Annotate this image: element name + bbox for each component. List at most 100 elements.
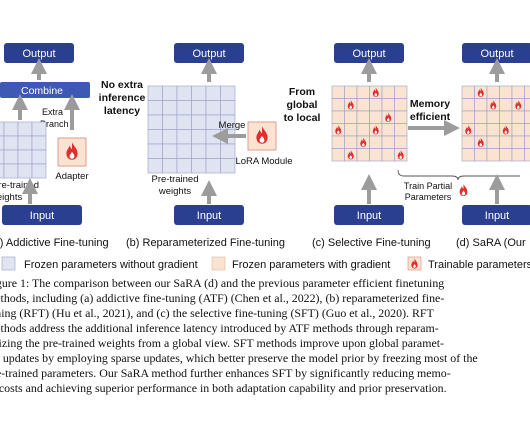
weight-cell [511,85,525,99]
weight-cell [162,85,178,101]
weight-cell [524,98,530,112]
weight-cell [3,135,19,151]
weight-cell [394,85,408,99]
weight-cell [511,110,525,124]
weight-cell [344,85,358,99]
frozen-weight-grid [0,121,47,179]
weight-cell [474,110,488,124]
weight-cell [486,110,500,124]
weight-cell [356,85,370,99]
weight-cell [220,143,236,159]
weight-cell [524,135,530,149]
weight-cell [191,143,207,159]
weight-cell [191,129,207,145]
weight-cell [511,148,525,162]
input-label: Input [30,210,54,222]
weight-cell [31,163,47,179]
output-box [174,43,244,63]
weight-cell [344,135,358,149]
weight-cell [499,148,513,162]
weight-cell [369,98,383,112]
weight-cell [369,110,383,124]
weight-cell [162,100,178,116]
weight-cell [147,100,163,116]
weight-cell [220,100,236,116]
train-partial-bracket [397,169,520,181]
input-box [2,205,82,225]
weight-cell [394,135,408,149]
weight-cell [356,123,370,137]
caption-line: tuning (RFT) (Hu et al., 2021), and (c) … [0,306,434,320]
weight-cell [524,123,530,137]
weight-cell [205,143,221,159]
weight-cell [3,121,19,137]
output-box [4,43,74,63]
weight-cell [331,148,345,162]
weight-cell [499,85,513,99]
weight-cell [17,163,33,179]
weight-cell [176,158,192,174]
weight-cell [369,135,383,149]
weight-cell [331,98,345,112]
weight-cell [461,110,475,124]
output-box [334,43,404,63]
input-label: Input [357,210,381,222]
weight-cell [356,148,370,162]
weight-cell [147,129,163,145]
weight-cell [162,158,178,174]
output-label: Output [192,48,225,60]
caption-line: methods, including (a) addictive fine-tu… [0,291,445,305]
input-box [334,205,404,225]
selective-weight-grid [331,85,408,162]
weight-cell [331,85,345,99]
weight-cell [3,163,19,179]
output-box [462,43,530,63]
output-label: Output [352,48,385,60]
weight-cell [162,129,178,145]
weight-cell [191,85,207,101]
weight-cell [176,100,192,116]
caption-line: pre-trained parameters. Our SaRA method … [0,366,451,380]
panel-caption: (c) Selective Fine-tuning [312,237,431,249]
weight-cell [394,98,408,112]
lora-module-label: LoRA Module [235,156,292,167]
weight-cell [524,110,530,124]
weight-cell [461,135,475,149]
panel-caption: (a) Addictive Fine-tuning [0,237,109,249]
weight-cell [205,100,221,116]
weight-cell [524,148,530,162]
weight-cell [3,149,19,165]
weight-cell [381,98,395,112]
weight-cell [17,135,33,151]
weight-cell [176,85,192,101]
input-label: Input [197,210,221,222]
output-label: Output [480,48,513,60]
weight-cell [461,85,475,99]
weight-cell [191,100,207,116]
weight-cell [381,135,395,149]
weight-cell [31,149,47,165]
figure-caption: Figure 1: The comparison between our SaR… [0,276,530,396]
weight-cell [486,135,500,149]
legend-swatch-frozen [1,256,16,271]
weight-cell [499,98,513,112]
weight-cell [474,123,488,137]
weight-cell [474,148,488,162]
weight-cell [344,123,358,137]
caption-line: Figure 1: The comparison between our SaR… [0,276,445,290]
weight-cell [356,98,370,112]
weight-cell [17,121,33,137]
caption-line: methods address the additional inference… [0,321,439,335]
weight-cell [147,85,163,101]
weight-cell [191,114,207,130]
weight-cell [0,149,5,165]
weight-cell [511,135,525,149]
weight-cell [474,98,488,112]
adapter-label: Adapter [55,171,88,182]
input-box [462,205,530,225]
